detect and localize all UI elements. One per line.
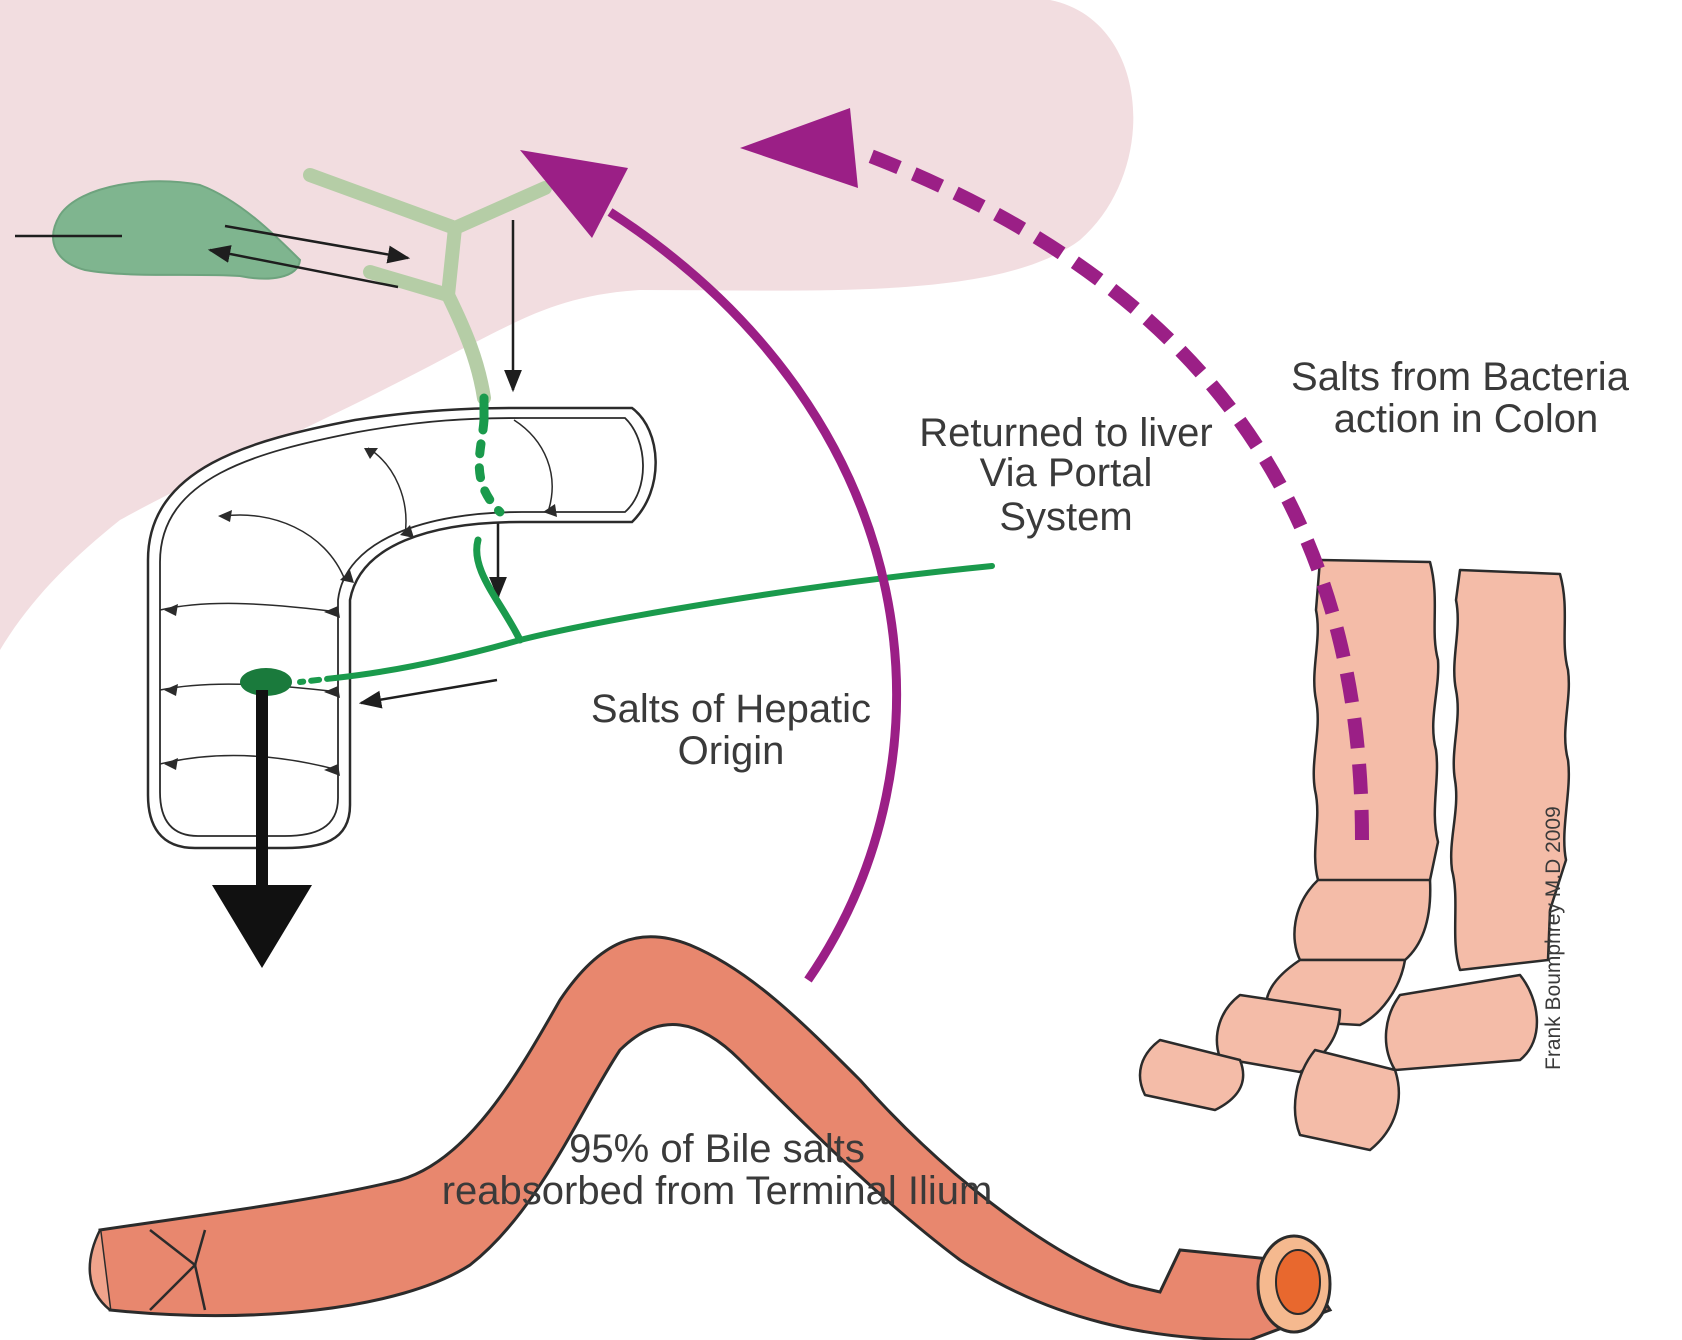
label-returned-line2: Via Portal [980,451,1153,495]
label-ilium-line2: reabsorbed from Terminal Ilium [442,1169,993,1213]
label-hepatic-line1: Salts of Hepatic [591,687,871,731]
label-bacteria-line2: action in Colon [1334,397,1599,441]
label-returned-line3: System [999,495,1132,539]
colon [1140,560,1569,1150]
label-returned-line1: Returned to liver [919,411,1212,455]
label-hepatic-line2: Origin [678,729,785,773]
author-credit: Frank Boumphrey M.D 2009 [1542,806,1565,1070]
label-bacteria-line1: Salts from Bacteria [1291,355,1630,399]
label-ilium-line1: 95% of Bile salts [569,1127,865,1171]
